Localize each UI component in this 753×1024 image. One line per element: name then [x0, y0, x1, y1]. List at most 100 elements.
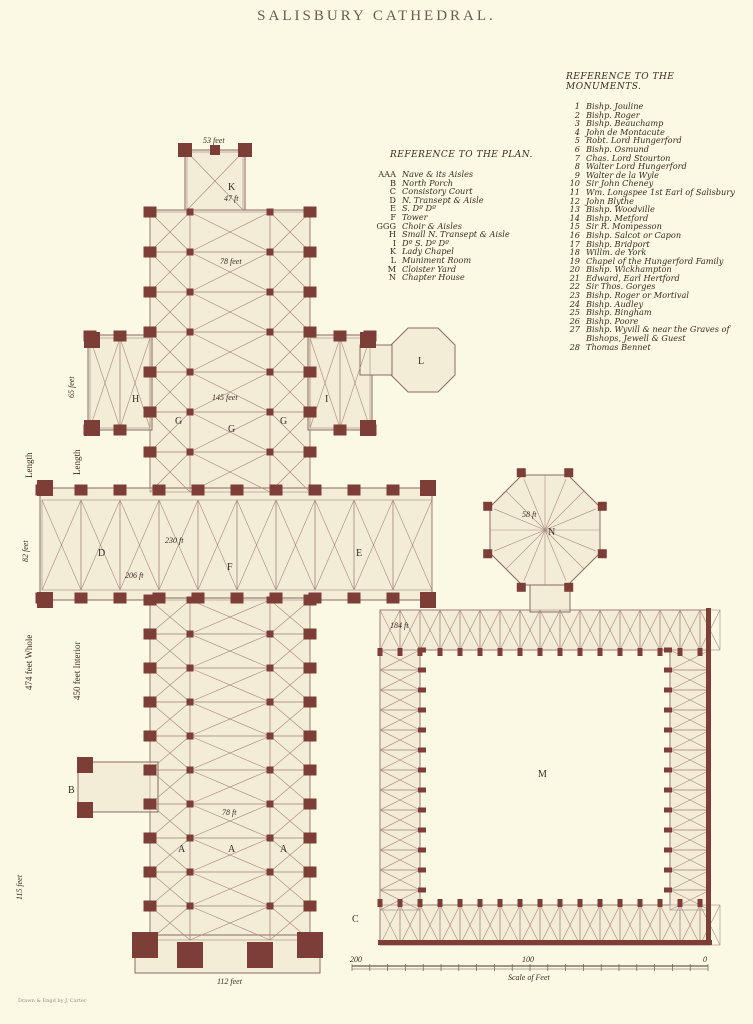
- monument-item-key: 23: [569, 290, 580, 301]
- monument-item-label: Sir Thos. Gorges: [586, 281, 656, 292]
- dim-choir-length: 145 feet: [212, 393, 238, 402]
- vault-bay: [269, 451, 311, 493]
- monument-item-key: 16: [569, 229, 580, 240]
- vault-rib: [149, 735, 191, 771]
- monument-item-key: 7: [574, 152, 580, 163]
- buttress-pier: [303, 730, 317, 742]
- buttress-pier: [483, 549, 493, 559]
- monument-item-key: 11: [569, 186, 580, 197]
- vault-rib: [544, 490, 585, 531]
- vault-rib: [189, 291, 271, 333]
- monument-item-key: 2: [574, 109, 580, 120]
- label-f: F: [227, 562, 233, 573]
- buttress-pier: [664, 847, 672, 853]
- vault-rib: [149, 633, 191, 669]
- buttress-pier: [266, 834, 274, 842]
- buttress-pier: [178, 143, 192, 157]
- vault-rib: [379, 709, 421, 731]
- buttress-pier: [186, 596, 194, 604]
- monument-item-label: Bishp. Roger or Mortival: [586, 290, 689, 301]
- vault-rib: [459, 904, 481, 946]
- buttress-pier: [516, 582, 526, 592]
- plan-reference-item-key: C: [389, 186, 396, 197]
- monument-item-label: Sir John Cheney: [586, 178, 654, 189]
- plan-reference-item-key: I: [392, 237, 396, 248]
- vault-rib: [379, 829, 421, 851]
- vault-rib: [559, 904, 581, 946]
- monument-item: 16 Bishp. Salcot or Capon: [566, 231, 751, 240]
- buttress-pier: [697, 648, 703, 656]
- buttress-pier: [637, 899, 643, 907]
- monument-item-key: 28: [569, 341, 580, 352]
- buttress-pier: [664, 707, 672, 713]
- buttress-pier: [457, 899, 463, 907]
- vault-rib: [149, 803, 191, 839]
- label-c: C: [352, 914, 359, 925]
- monument-item-label: Edward, Earl Hertford: [586, 272, 680, 283]
- vault-rib: [189, 667, 271, 703]
- monument-item-key: 19: [569, 255, 580, 266]
- buttress-pier: [360, 420, 376, 436]
- plan-reference-item-key: K: [389, 246, 396, 257]
- vault-rib: [269, 331, 311, 373]
- buttress-pier: [577, 899, 583, 907]
- vault-rib: [89, 337, 121, 429]
- vault-rib: [269, 803, 311, 839]
- vault-rib: [544, 529, 567, 581]
- buttress-pier: [664, 747, 672, 753]
- buttress-pier: [664, 647, 672, 653]
- vault-bay: [339, 337, 371, 429]
- vault-rib: [269, 251, 311, 293]
- monument-item-key: 18: [569, 247, 580, 258]
- monument-item-label: Bishp. Salcot or Capon: [586, 229, 682, 240]
- buttress-pier: [377, 648, 383, 656]
- monument-item-key: 9: [574, 169, 580, 180]
- buttress-pier: [333, 330, 347, 342]
- buttress-pier: [333, 424, 347, 436]
- vault-rib: [659, 904, 681, 946]
- vault-rib: [669, 809, 711, 831]
- monument-item-label: Robt. Lord Hungerford: [586, 135, 682, 146]
- vault-rib: [559, 609, 581, 651]
- monument-item-key: 26: [569, 315, 580, 326]
- plan-reference-item-label: Nave & its Aisles: [402, 169, 474, 179]
- buttress-pier: [617, 648, 623, 656]
- buttress-pier: [664, 727, 672, 733]
- vault-rib: [119, 337, 151, 429]
- engraver-credit: Drawn & Engd by J. Carter: [18, 998, 87, 1004]
- buttress-pier: [186, 664, 194, 672]
- scale-0: 0: [703, 955, 707, 964]
- nave: [149, 597, 311, 939]
- label-k: K: [228, 182, 236, 193]
- vault-rib: [669, 729, 711, 751]
- choir: [149, 209, 311, 491]
- buttress-pier: [84, 420, 100, 436]
- buttress-pier: [143, 764, 157, 776]
- label-l: L: [418, 356, 424, 367]
- vault-rib: [269, 905, 311, 941]
- buttress-pier: [303, 662, 317, 674]
- vault-rib: [269, 735, 311, 771]
- buttress-pier: [303, 696, 317, 708]
- plan-reference-item-label: Muniment Room: [402, 254, 472, 265]
- buttress-pier: [74, 592, 88, 604]
- vault-rib: [189, 371, 271, 413]
- buttress-pier: [266, 732, 274, 740]
- vault-rib: [189, 411, 271, 453]
- vault-rib: [149, 769, 191, 805]
- buttress-pier: [677, 648, 683, 656]
- buttress-pier: [269, 484, 283, 496]
- vault-rib: [399, 904, 421, 946]
- buttress-pier: [418, 887, 426, 893]
- vault-rib: [379, 609, 401, 651]
- buttress-pier: [186, 248, 194, 256]
